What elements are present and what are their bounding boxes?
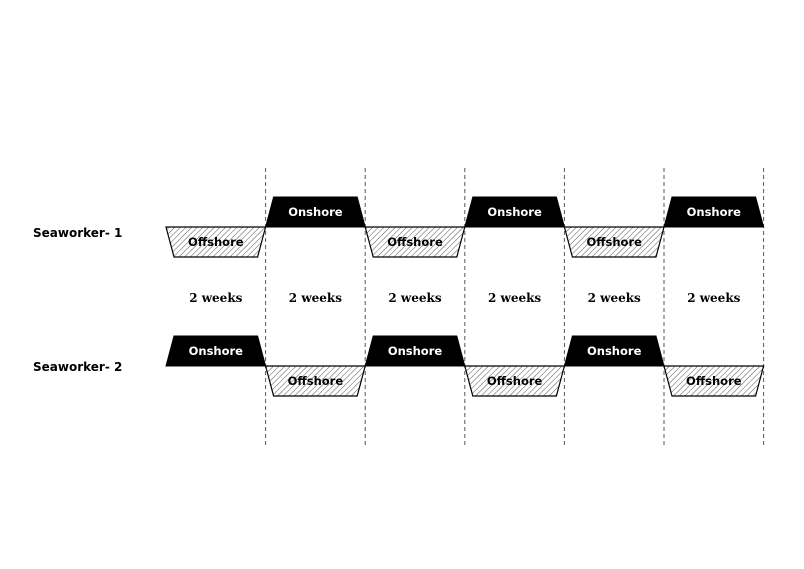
onshore-segment: Onshore xyxy=(264,196,366,228)
offshore-label: Offshore xyxy=(686,374,742,388)
offshore-label: Offshore xyxy=(188,235,244,249)
period-duration-label: 2 weeks xyxy=(488,291,541,305)
offshore-segment: Offshore xyxy=(563,226,665,258)
onshore-label: Onshore xyxy=(687,205,742,219)
offshore-label: Offshore xyxy=(288,374,344,388)
onshore-segment: Onshore xyxy=(663,196,765,228)
onshore-segment: Onshore xyxy=(364,335,466,367)
period-duration-label: 2 weeks xyxy=(388,291,441,305)
period-duration-label: 2 weeks xyxy=(588,291,641,305)
worker-label: Seaworker- 1 xyxy=(33,226,122,240)
period-durations: 2 weeks 2 weeks 2 weeks 2 weeks 2 weeks 2 wee… xyxy=(189,291,740,305)
period-duration-label: 2 weeks xyxy=(687,291,740,305)
period-dividers xyxy=(265,168,765,448)
onshore-label: Onshore xyxy=(388,344,443,358)
period-duration-label: 2 weeks xyxy=(289,291,342,305)
offshore-label: Offshore xyxy=(586,235,642,249)
onshore-label: Onshore xyxy=(189,344,244,358)
offshore-label: Offshore xyxy=(387,235,443,249)
onshore-label: Onshore xyxy=(288,205,343,219)
worker-rows: Seaworker- 1OffshoreOnshoreOffshoreOnsho… xyxy=(33,196,765,397)
offshore-segment: Offshore xyxy=(264,365,366,397)
offshore-segment: Offshore xyxy=(464,365,566,397)
period-duration-label: 2 weeks xyxy=(189,291,242,305)
onshore-segment: Onshore xyxy=(563,335,665,367)
onshore-segment: Onshore xyxy=(464,196,566,228)
offshore-segment: Offshore xyxy=(663,365,765,397)
onshore-segment: Onshore xyxy=(165,335,267,367)
onshore-label: Onshore xyxy=(487,205,542,219)
offshore-segment: Offshore xyxy=(165,226,267,258)
worker-label: Seaworker- 2 xyxy=(33,360,122,374)
offshore-label: Offshore xyxy=(487,374,543,388)
onshore-label: Onshore xyxy=(587,344,642,358)
offshore-segment: Offshore xyxy=(364,226,466,258)
